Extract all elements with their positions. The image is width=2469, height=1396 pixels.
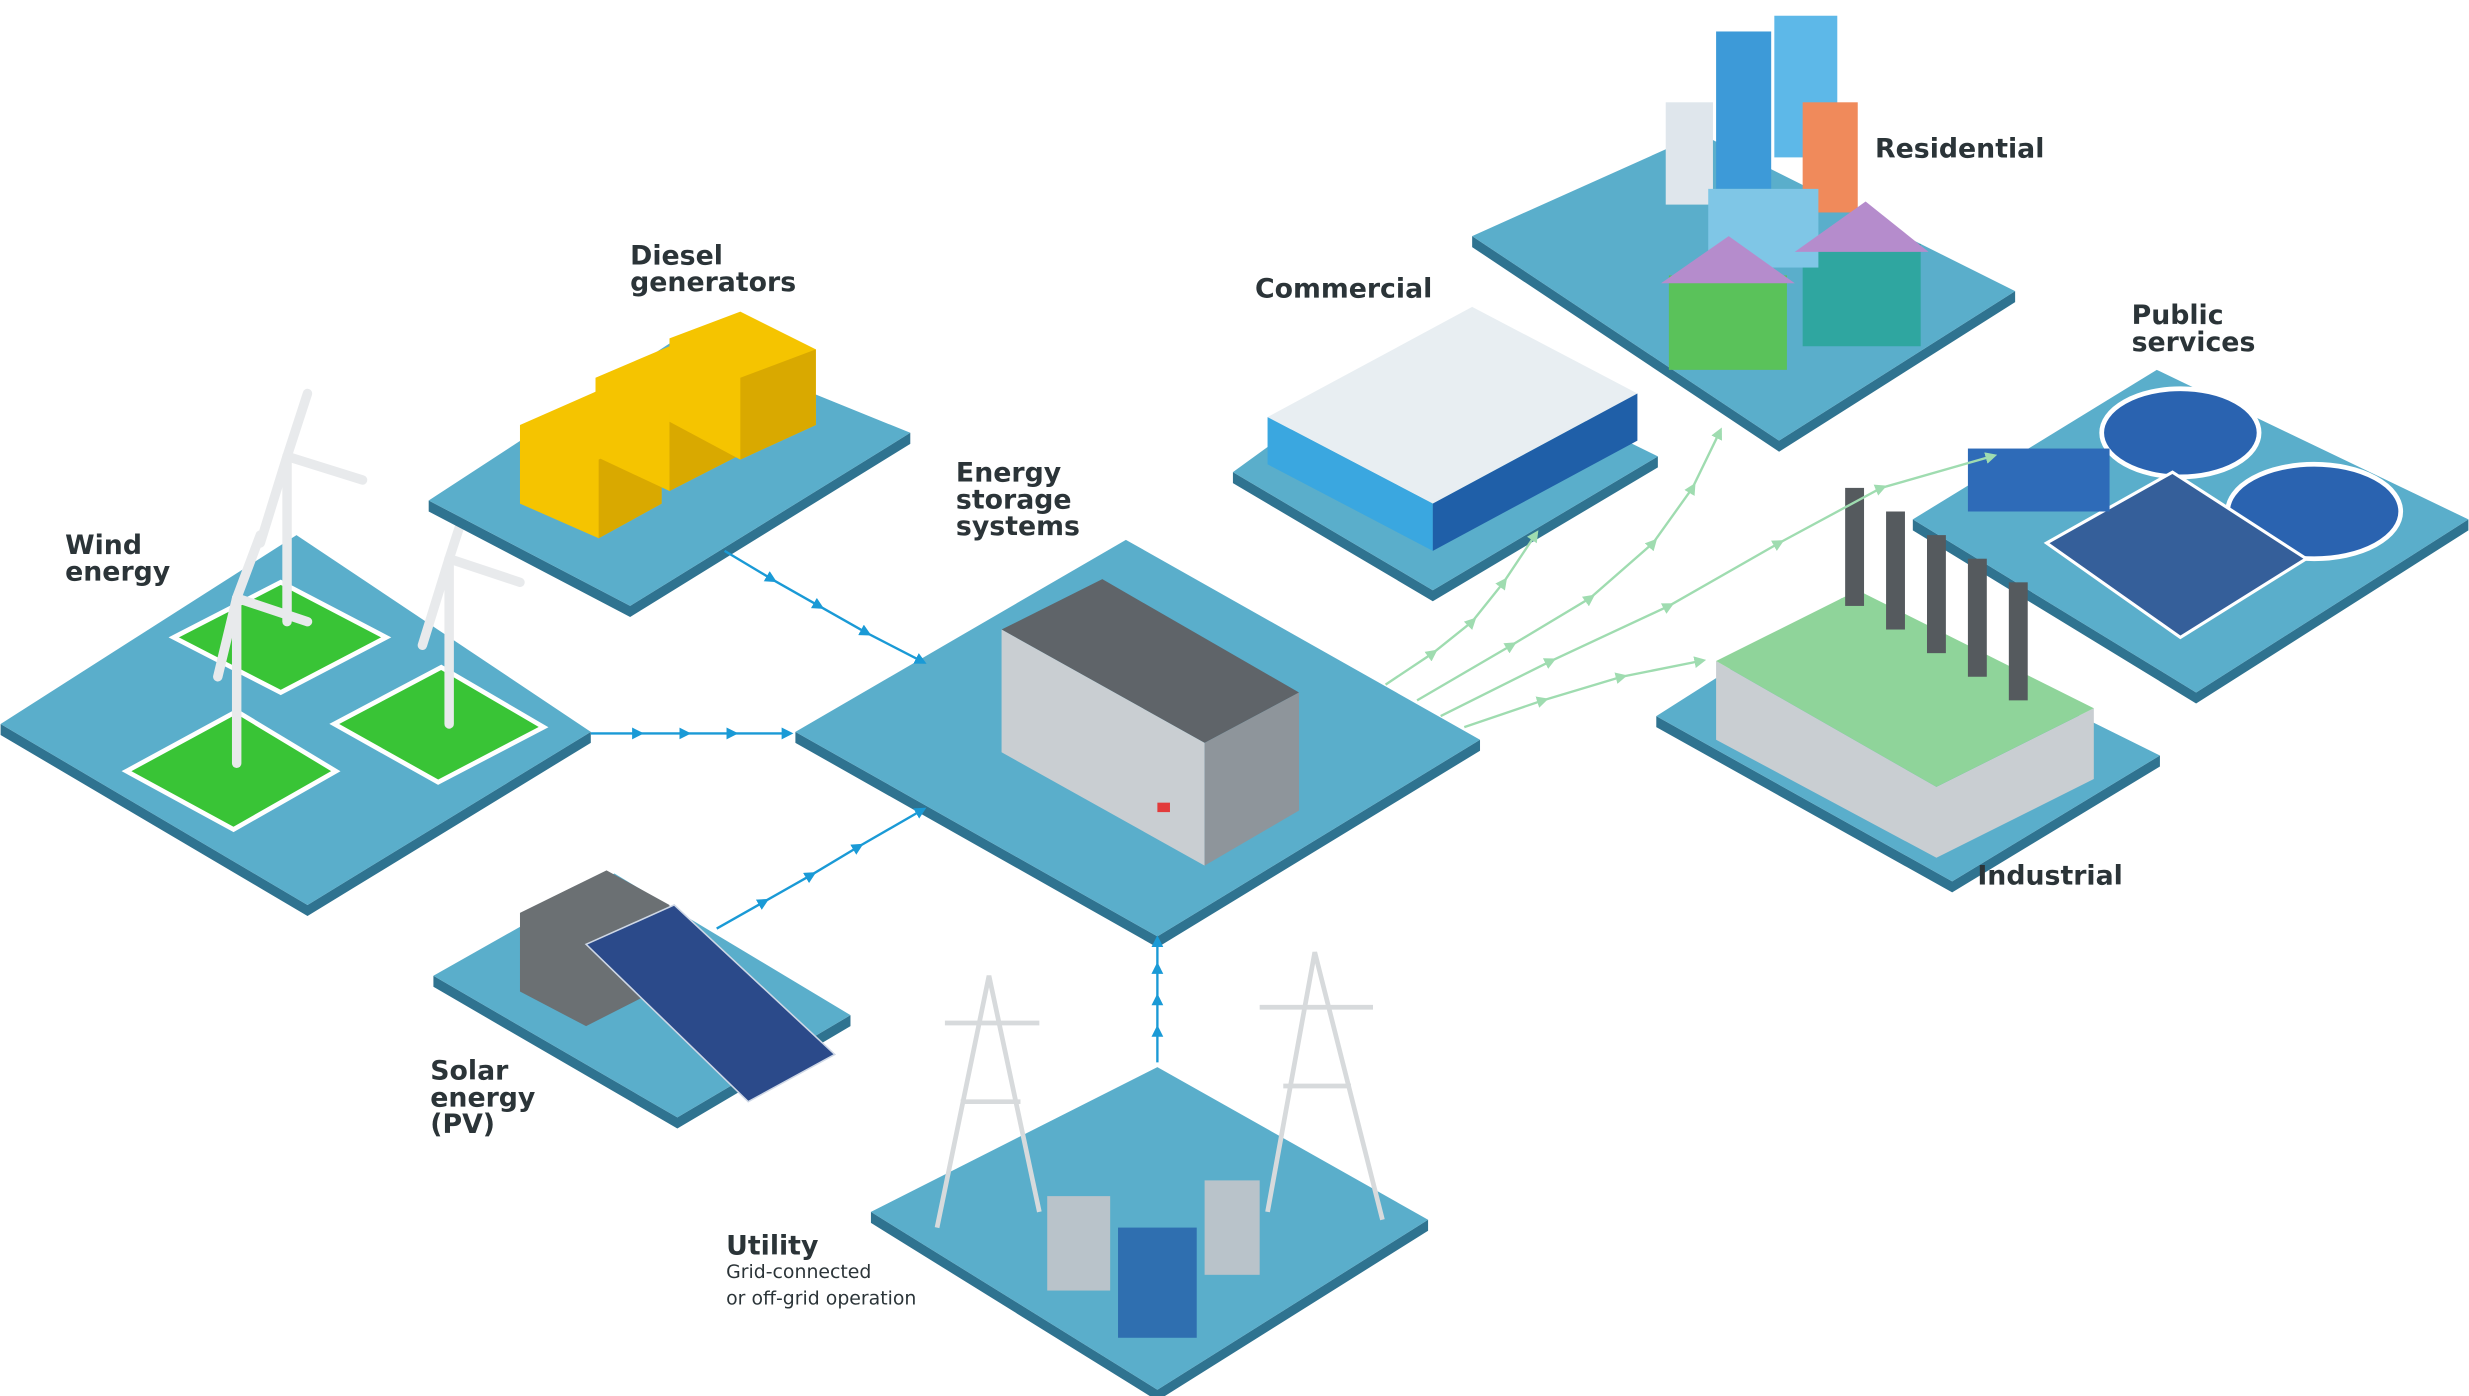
input-arrows [590, 549, 1164, 1063]
commercial-platform [1232, 306, 1658, 602]
utility-platform [870, 951, 1429, 1396]
energy-storage-platform [795, 539, 1481, 948]
label-residential: Residential [1875, 133, 2044, 164]
label-industrial: Industrial [1977, 861, 2122, 892]
public-services-platform [1912, 369, 2469, 704]
arrow-diesel-to-storage [723, 549, 927, 664]
wind-energy-platform [0, 388, 591, 916]
power-pylon-icon [934, 951, 1385, 1229]
arrow-storage-to-industrial [1463, 656, 1707, 729]
arrow-storage-to-public [1440, 452, 1998, 718]
arrow-solar-to-storage [716, 807, 927, 930]
residential-platform [1472, 15, 2016, 452]
label-commercial: Commercial [1255, 273, 1432, 304]
solar-energy-platform [433, 870, 851, 1129]
output-arrows [1384, 427, 1998, 729]
diesel-generator-icon [519, 311, 816, 539]
transformer-icon [1118, 1227, 1197, 1338]
label-utility: Utility [726, 1230, 818, 1261]
diesel-generators-platform [428, 311, 911, 617]
battery-container-icon [1001, 579, 1300, 866]
